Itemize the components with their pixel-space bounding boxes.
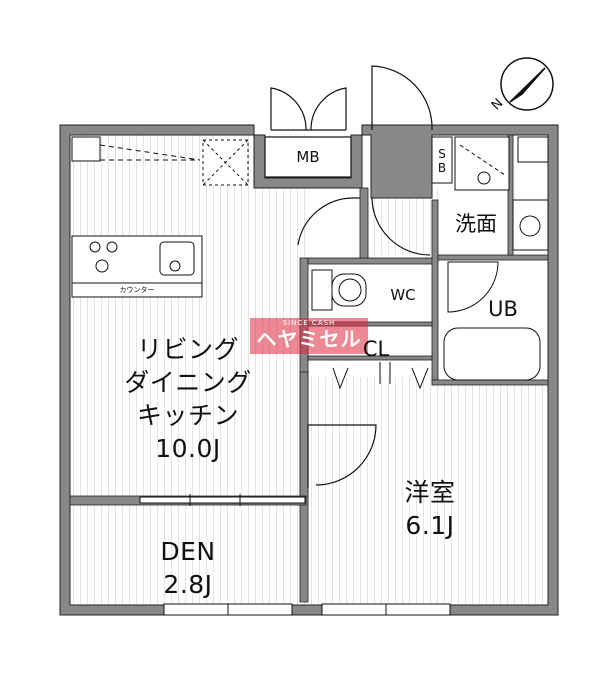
ub-label: UB: [488, 297, 518, 321]
western-room-size: 6.1J: [405, 511, 455, 540]
kitchen-hood: [71, 136, 249, 186]
window-bottom: [163, 603, 451, 616]
bathtub: [443, 261, 541, 381]
den-size: 2.8J: [163, 570, 213, 599]
ldk-label-line1: リビング: [136, 335, 239, 364]
kitchen-counter: [71, 235, 203, 298]
ldk-label-line3: キッチン: [136, 401, 239, 430]
watermark-logo: SINCE CASH ヘヤミセル: [250, 318, 368, 354]
watermark-top-text: SINCE CASH: [282, 319, 336, 327]
watermark-main-text: ヘヤミセル: [256, 327, 362, 351]
compass-icon: [500, 57, 554, 111]
western-room-label: 洋室: [404, 478, 456, 507]
floor-hatching: [70, 134, 548, 605]
sb-closet: [431, 136, 549, 251]
wc-label: WC: [390, 286, 416, 304]
ldk-size: 10.0J: [155, 434, 221, 463]
sb-label-s: S: [438, 147, 446, 161]
counter-label: カウンター: [119, 286, 155, 294]
cl-folding-door: [332, 362, 429, 390]
cl-label: CL: [362, 337, 390, 361]
washroom-label: 洗面: [455, 212, 497, 236]
ldk-label-line2: ダイニング: [124, 368, 252, 397]
toilet: [311, 269, 367, 311]
den-sliding-door: [139, 494, 306, 506]
den-label: DEN: [160, 537, 216, 566]
mb-label: MB: [296, 148, 320, 166]
doors: [297, 197, 431, 488]
sb-label-b: B: [437, 161, 447, 175]
mb-closet: [264, 65, 433, 178]
